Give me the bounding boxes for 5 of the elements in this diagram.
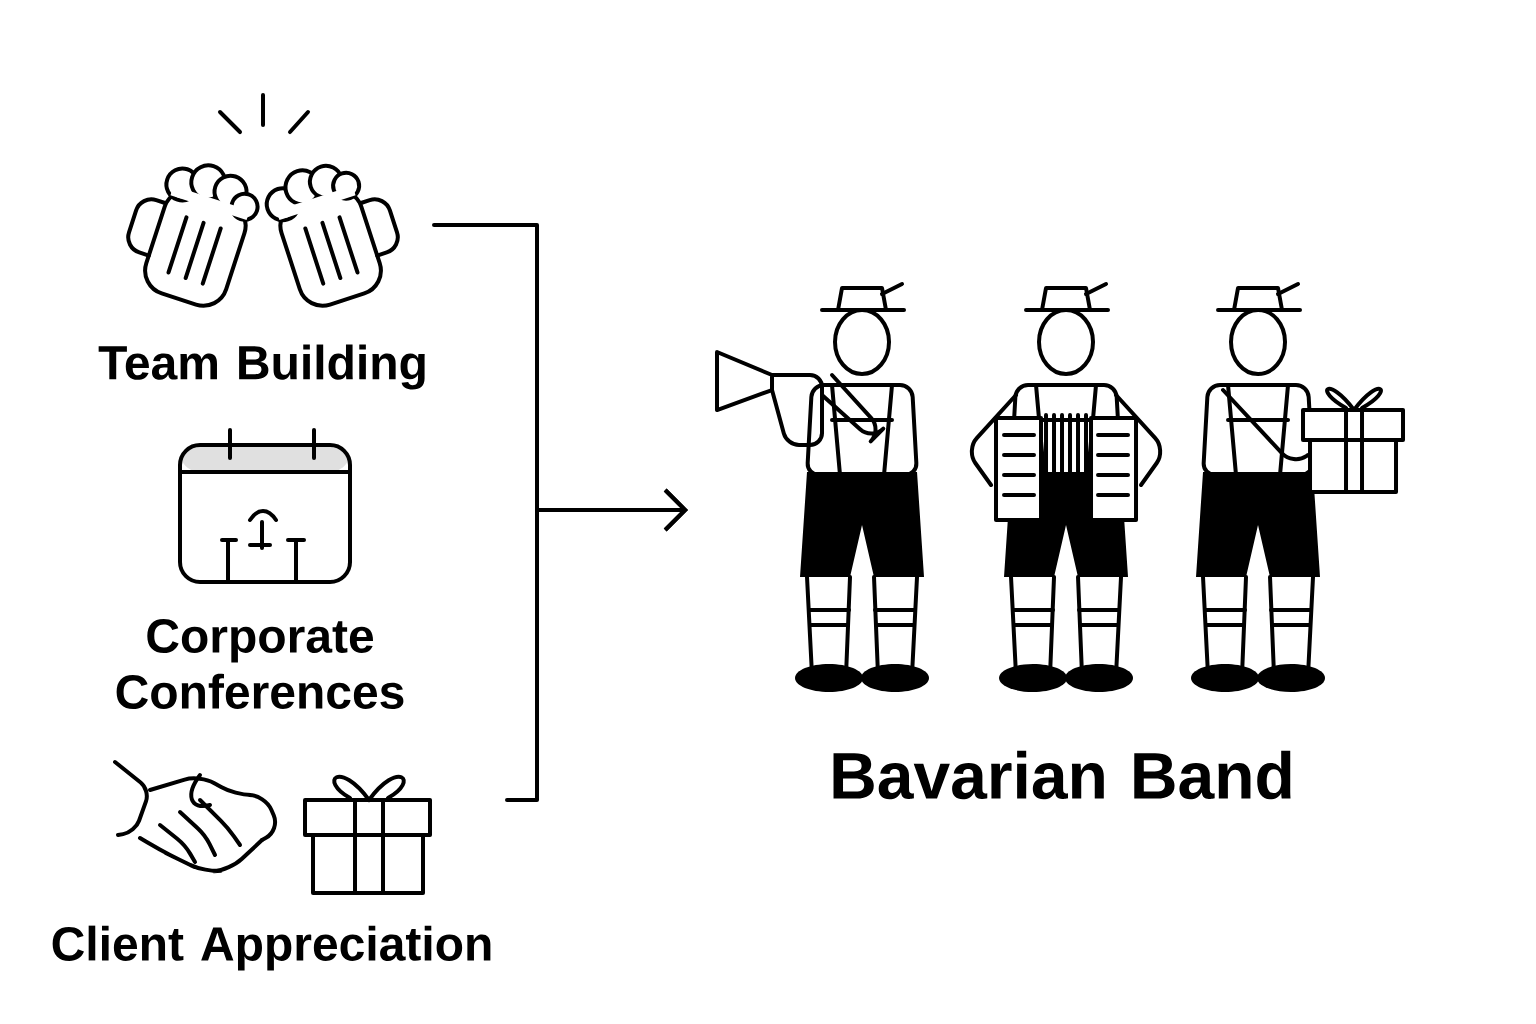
activity-label: Corporate Conferences	[116, 619, 404, 709]
activity-label: Client Appreciation	[52, 925, 491, 971]
arrow	[505, 488, 688, 802]
activity-label: Team Building	[98, 344, 425, 390]
band-title: Bavarian Band	[833, 750, 1291, 800]
